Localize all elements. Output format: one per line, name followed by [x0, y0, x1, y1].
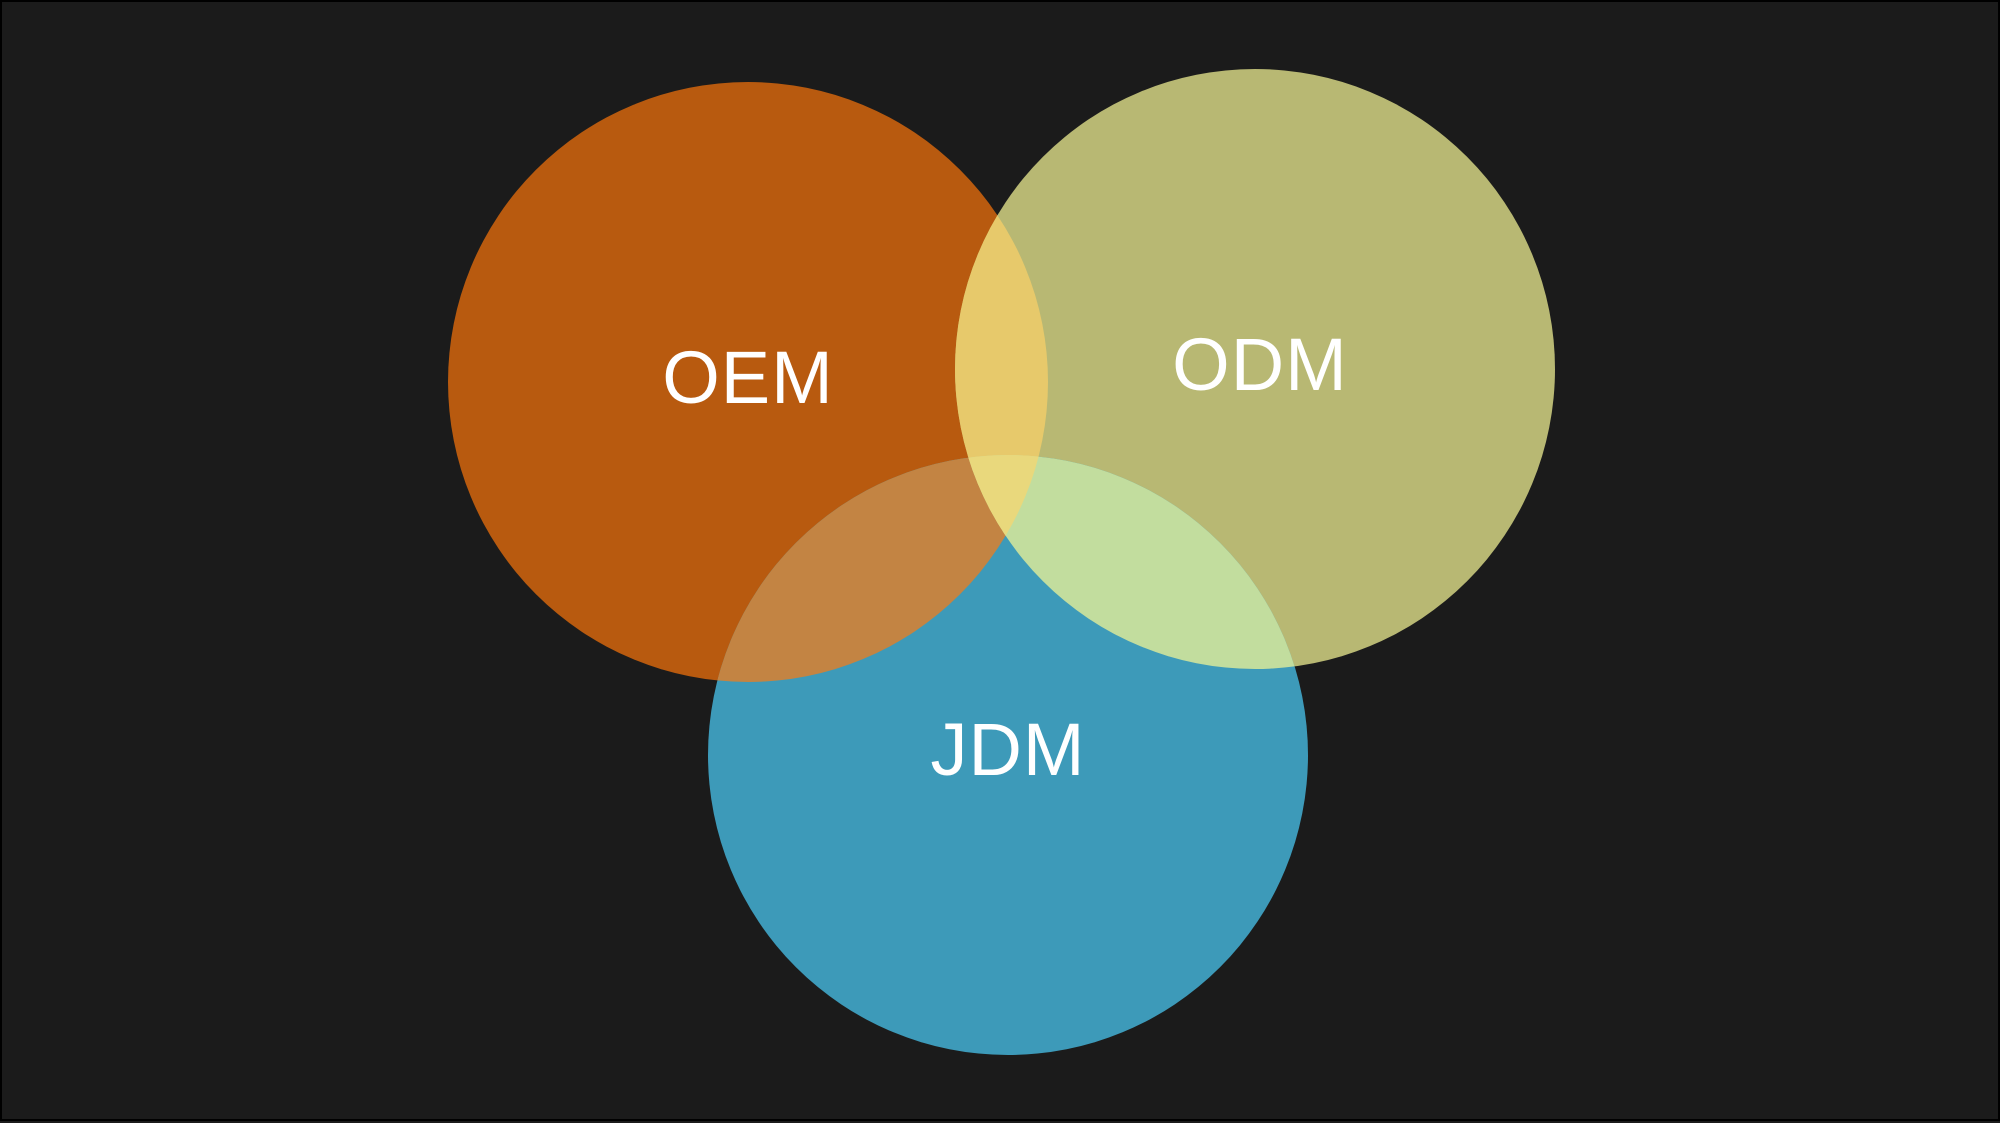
oem-label: OEM — [662, 336, 834, 419]
odm-label: ODM — [1172, 323, 1348, 406]
odm-jdm-overlap — [955, 455, 1308, 669]
oem-jdm-overlap — [708, 455, 1048, 682]
jdm-label: JDM — [930, 708, 1085, 791]
